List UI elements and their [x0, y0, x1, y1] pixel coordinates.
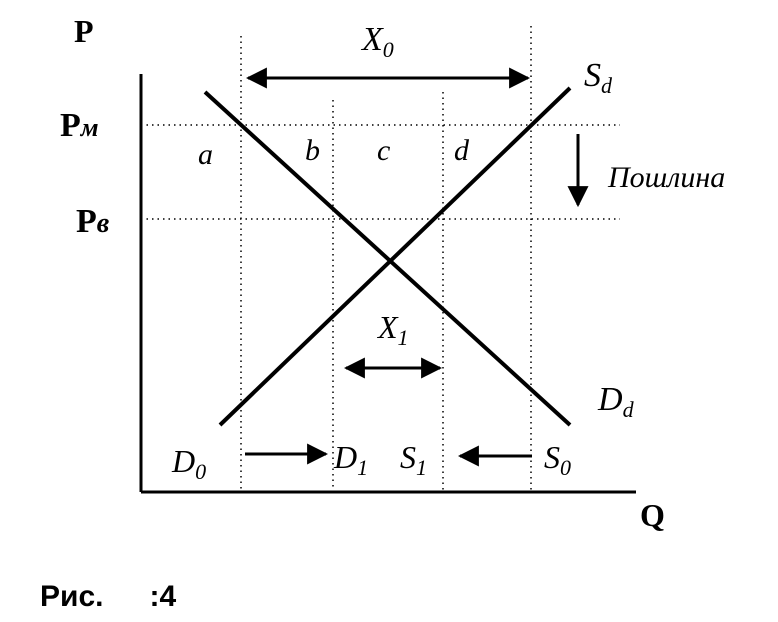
tariff-label: Пошлина — [607, 161, 725, 194]
area-a-label: a — [198, 138, 213, 171]
s1-label: S1 — [400, 439, 427, 480]
supply-curve-label: Sd — [584, 57, 613, 98]
d0-label: D0 — [171, 443, 206, 484]
price-tariff-label: Pм — [60, 107, 99, 144]
supply-curve — [218, 86, 572, 427]
figure-caption: Рис.:4 — [40, 580, 176, 613]
demand-curve — [203, 90, 572, 427]
y-axis-label: P — [74, 13, 94, 49]
demand-curve-label: Dd — [597, 381, 635, 422]
imports-after-label: X1 — [376, 309, 409, 350]
imports-before-label: X0 — [360, 21, 394, 62]
s0-label: S0 — [544, 439, 571, 480]
area-c-label: c — [377, 134, 390, 167]
area-d-label: d — [454, 134, 470, 167]
d1-label: D1 — [333, 439, 368, 480]
x-axis-label: Q — [640, 497, 665, 533]
area-b-label: b — [305, 134, 320, 167]
price-world-label: Pв — [76, 203, 110, 240]
